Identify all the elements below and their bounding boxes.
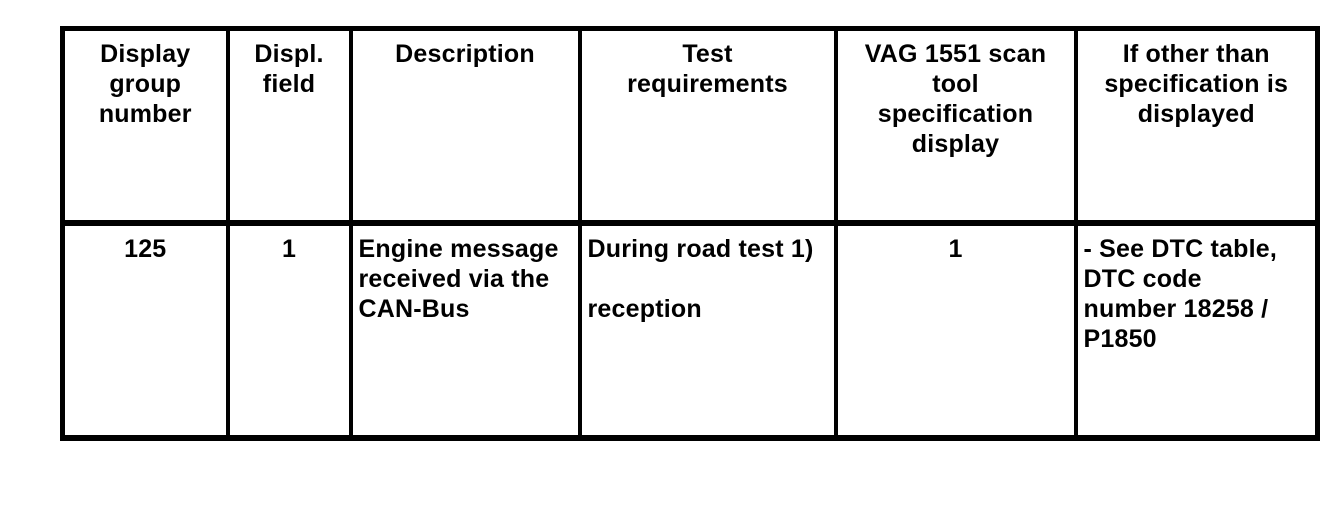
header-display-group-number: Display group number — [60, 28, 230, 226]
cell-test-requirements: During road test 1) reception — [577, 222, 838, 441]
cell-display-field: 1 — [225, 222, 353, 441]
header-if-other-than-specification: If other than specification is displayed — [1073, 28, 1320, 226]
cell-description: Engine message received via the CAN-Bus — [348, 222, 582, 441]
cell-vag-1551-specification-display: 1 — [833, 222, 1078, 441]
header-row: Display group number Displ. field Descri… — [60, 28, 1320, 226]
header-description: Description — [348, 28, 582, 226]
diagnostic-table: Display group number Displ. field Descri… — [60, 26, 1320, 441]
header-display-field: Displ. field — [225, 28, 353, 226]
header-test-requirements: Test requirements — [577, 28, 838, 226]
header-vag-1551-specification-display: VAG 1551 scan tool specification display — [833, 28, 1078, 226]
cell-display-group-number: 125 — [60, 222, 230, 441]
table-row: 125 1 Engine message received via the CA… — [60, 222, 1320, 441]
cell-if-other-than-specification: - See DTC table, DTC code number 18258 /… — [1073, 222, 1320, 441]
